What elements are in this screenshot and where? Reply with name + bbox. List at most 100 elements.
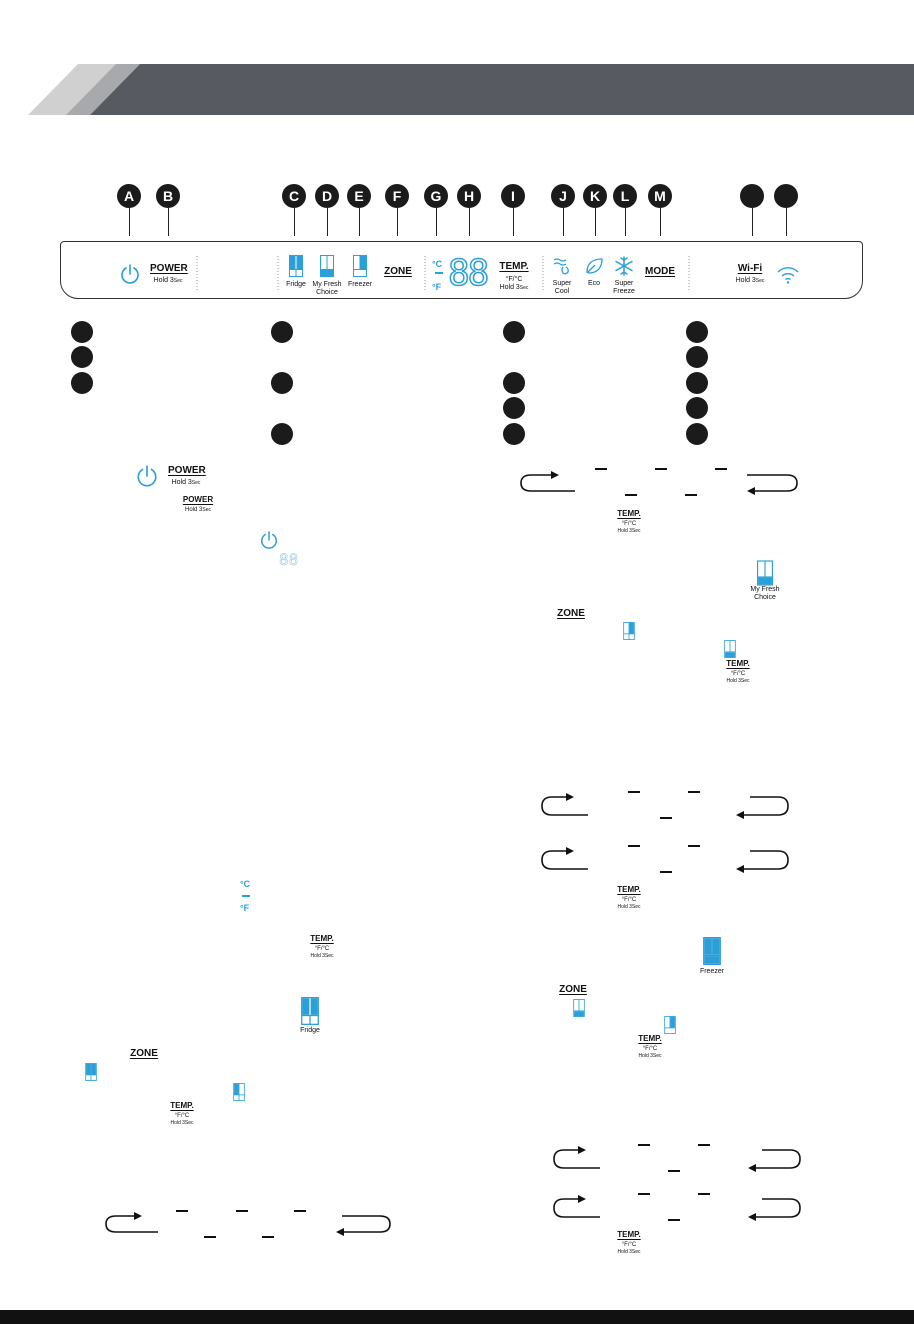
temp-button[interactable]: TEMP. bbox=[499, 261, 529, 272]
temp-units-inline-7: °F/°C bbox=[621, 1242, 637, 1248]
temp-label-inline-6: TEMP. bbox=[638, 1034, 662, 1043]
freezer-caption-inline: Freezer bbox=[699, 968, 725, 975]
cycle-diagram-temp-1 bbox=[520, 468, 798, 496]
callout-c: C bbox=[282, 184, 306, 208]
power-icon[interactable] bbox=[119, 263, 141, 285]
callout-o bbox=[774, 184, 798, 208]
celsius-inline: °C bbox=[240, 879, 251, 889]
celsius-indicator: °C bbox=[432, 259, 443, 269]
fahrenheit-inline: °F bbox=[240, 903, 250, 913]
fridge-icon-inline bbox=[301, 997, 319, 1025]
page-header-bar bbox=[28, 64, 914, 115]
fahrenheit-indicator: °F bbox=[432, 282, 442, 292]
freezer-icon-inline bbox=[703, 937, 721, 965]
mode-button[interactable]: MODE bbox=[645, 266, 675, 277]
power-hold-inline: Hold 3Sec bbox=[171, 479, 201, 486]
eco-leaf-icon[interactable] bbox=[583, 255, 605, 277]
power-hold-inline-small: Hold 3Sec bbox=[185, 507, 211, 513]
temp-units-inline-2: °F/°C bbox=[174, 1113, 190, 1119]
minus-inline bbox=[242, 895, 250, 897]
callout-k: K bbox=[583, 184, 607, 208]
super-freeze-snowflake-icon[interactable] bbox=[613, 255, 635, 277]
temp-units-inline-1: °F/°C bbox=[314, 946, 330, 952]
freezer-zone-icon[interactable] bbox=[353, 255, 367, 277]
power-icon-inline bbox=[137, 465, 157, 487]
zone-icon-inline-5 bbox=[573, 999, 585, 1017]
my-fresh-choice-zone-icon[interactable] bbox=[320, 255, 334, 277]
callout-j: J bbox=[551, 184, 575, 208]
cycle-diagram-fridge bbox=[105, 1210, 391, 1238]
fridge-caption: Fridge bbox=[286, 281, 306, 288]
wifi-button[interactable]: Wi-Fi bbox=[737, 263, 763, 274]
separator-dotted bbox=[277, 256, 279, 292]
power-label-inline-small: POWER bbox=[182, 495, 214, 504]
cycle-diagram-freezer-1 bbox=[553, 1144, 801, 1172]
eco-caption: Eco bbox=[587, 280, 601, 287]
temp-units-inline-6: °F/°C bbox=[642, 1046, 658, 1052]
callout-l: L bbox=[613, 184, 637, 208]
temp-hold-inline-7: Hold 3Sec bbox=[617, 1249, 641, 1255]
callout-f: F bbox=[385, 184, 409, 208]
callout-e: E bbox=[347, 184, 371, 208]
wifi-hold: Hold 3Sec bbox=[735, 277, 765, 284]
temp-hold-inline-3: Hold 3Sec bbox=[617, 528, 641, 534]
power-hold: Hold 3Sec bbox=[153, 277, 183, 284]
callout-h: H bbox=[457, 184, 481, 208]
temp-hold-inline-5: Hold 3Sec bbox=[617, 904, 641, 910]
temp-label-inline-5: TEMP. bbox=[617, 885, 641, 894]
temp-hold-inline-6: Hold 3Sec bbox=[638, 1053, 662, 1059]
temp-units-inline-3: °F/°C bbox=[621, 521, 637, 527]
zone-label-inline-2: ZONE bbox=[557, 608, 585, 619]
freezer-caption: Freezer bbox=[347, 281, 373, 288]
power-label-inline: POWER bbox=[168, 465, 206, 476]
callout-a: A bbox=[117, 184, 141, 208]
zone-icon-inline-2 bbox=[233, 1083, 245, 1101]
control-panel bbox=[60, 241, 863, 299]
temp-hold-inline-4: Hold 3Sec bbox=[726, 678, 750, 684]
fridge-zone-icon[interactable] bbox=[289, 255, 303, 277]
zone-icon-inline-1 bbox=[85, 1063, 97, 1081]
temp-hold: Hold 3Sec bbox=[499, 284, 529, 291]
temp-label-inline-1: TEMP. bbox=[310, 934, 334, 943]
callout-g: G bbox=[424, 184, 448, 208]
callout-i: I bbox=[501, 184, 525, 208]
temp-label-inline-3: TEMP. bbox=[617, 509, 641, 518]
zone-icon-inline-4 bbox=[724, 640, 736, 658]
power-icon-inline-2 bbox=[261, 531, 277, 549]
power-button[interactable]: POWER bbox=[150, 263, 188, 274]
temp-label-inline-2: TEMP. bbox=[170, 1101, 194, 1110]
minus-indicator bbox=[435, 272, 443, 274]
zone-button[interactable]: ZONE bbox=[384, 266, 412, 277]
temp-hold-inline-1: Hold 3Sec bbox=[310, 953, 334, 959]
separator-dotted bbox=[424, 256, 426, 292]
wifi-icon bbox=[777, 267, 799, 284]
zone-icon-inline-3 bbox=[623, 622, 635, 640]
my-fresh-choice-icon-inline bbox=[757, 560, 773, 586]
temp-units: °F/°C bbox=[505, 276, 523, 283]
temp-hold-inline-2: Hold 3Sec bbox=[170, 1120, 194, 1126]
callout-n bbox=[740, 184, 764, 208]
cycle-diagram-freezer-2 bbox=[553, 1193, 801, 1221]
temperature-display: 88 bbox=[447, 253, 490, 295]
fridge-caption-inline: Fridge bbox=[300, 1027, 320, 1034]
temp-label-inline-7: TEMP. bbox=[617, 1230, 641, 1239]
footer-strip bbox=[0, 1310, 914, 1324]
temp-units-inline-5: °F/°C bbox=[621, 897, 637, 903]
separator-dotted bbox=[196, 256, 198, 292]
display-digits-inline: 88 bbox=[279, 550, 299, 569]
cycle-diagram-myfresh-2 bbox=[541, 845, 789, 873]
zone-label-inline-3: ZONE bbox=[559, 984, 587, 995]
temp-label-inline-4: TEMP. bbox=[726, 659, 750, 668]
super-cool-icon[interactable] bbox=[551, 255, 573, 277]
cycle-diagram-myfresh-1 bbox=[541, 791, 789, 819]
callout-d: D bbox=[315, 184, 339, 208]
callout-b: B bbox=[156, 184, 180, 208]
zone-icon-inline-6 bbox=[664, 1016, 676, 1034]
temp-units-inline-4: °F/°C bbox=[730, 671, 746, 677]
separator-dotted bbox=[688, 256, 690, 292]
separator-dotted bbox=[542, 256, 544, 292]
